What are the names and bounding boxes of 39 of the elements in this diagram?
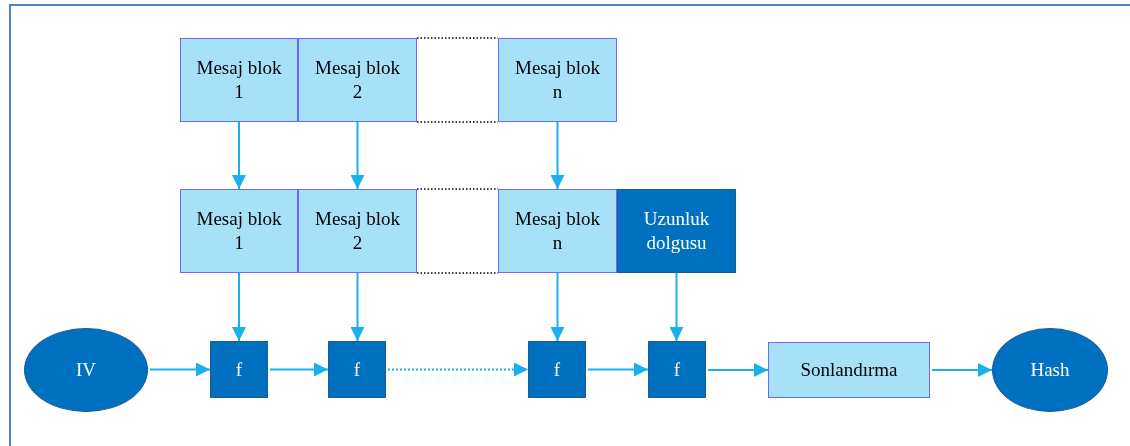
node-label: Mesaj blok 1 <box>195 207 283 255</box>
node-label: Mesaj blok 2 <box>314 207 401 255</box>
node-label: f <box>353 357 361 382</box>
process-box <box>298 38 417 122</box>
process-box <box>498 189 617 273</box>
node-label: f <box>673 357 681 382</box>
arrow <box>350 121 365 190</box>
process-box <box>298 189 417 273</box>
node-label: Uzunluk dolgusu <box>642 207 711 255</box>
arrow <box>707 363 769 377</box>
process-box <box>210 341 268 398</box>
arrow <box>350 272 365 342</box>
arrow <box>232 272 246 342</box>
process-box <box>648 341 706 398</box>
node-label: Mesaj blok 2 <box>314 56 401 104</box>
process-box <box>528 341 586 398</box>
arrow <box>550 272 565 342</box>
node-label: f <box>235 357 243 382</box>
node-label: Mesaj blok n <box>514 56 601 104</box>
arrow <box>149 362 211 377</box>
node-label: Hash <box>1030 358 1070 382</box>
arrow <box>269 362 329 377</box>
arrow <box>387 362 529 377</box>
node-label: IV <box>75 358 97 382</box>
arrow <box>669 272 684 342</box>
process-box <box>328 341 386 398</box>
node-label: Mesaj blok n <box>514 207 601 255</box>
arrow <box>931 363 993 377</box>
node-label: Sonlandırma <box>800 358 898 382</box>
process-box <box>498 38 617 122</box>
process-box <box>617 189 736 273</box>
arrow <box>232 121 246 190</box>
arrow <box>550 121 565 190</box>
process-box <box>180 189 298 273</box>
process-box <box>768 342 930 398</box>
process-box <box>180 38 298 122</box>
node-label: f <box>553 357 561 382</box>
node-label: Mesaj blok 1 <box>195 56 283 104</box>
arrow <box>587 362 649 377</box>
